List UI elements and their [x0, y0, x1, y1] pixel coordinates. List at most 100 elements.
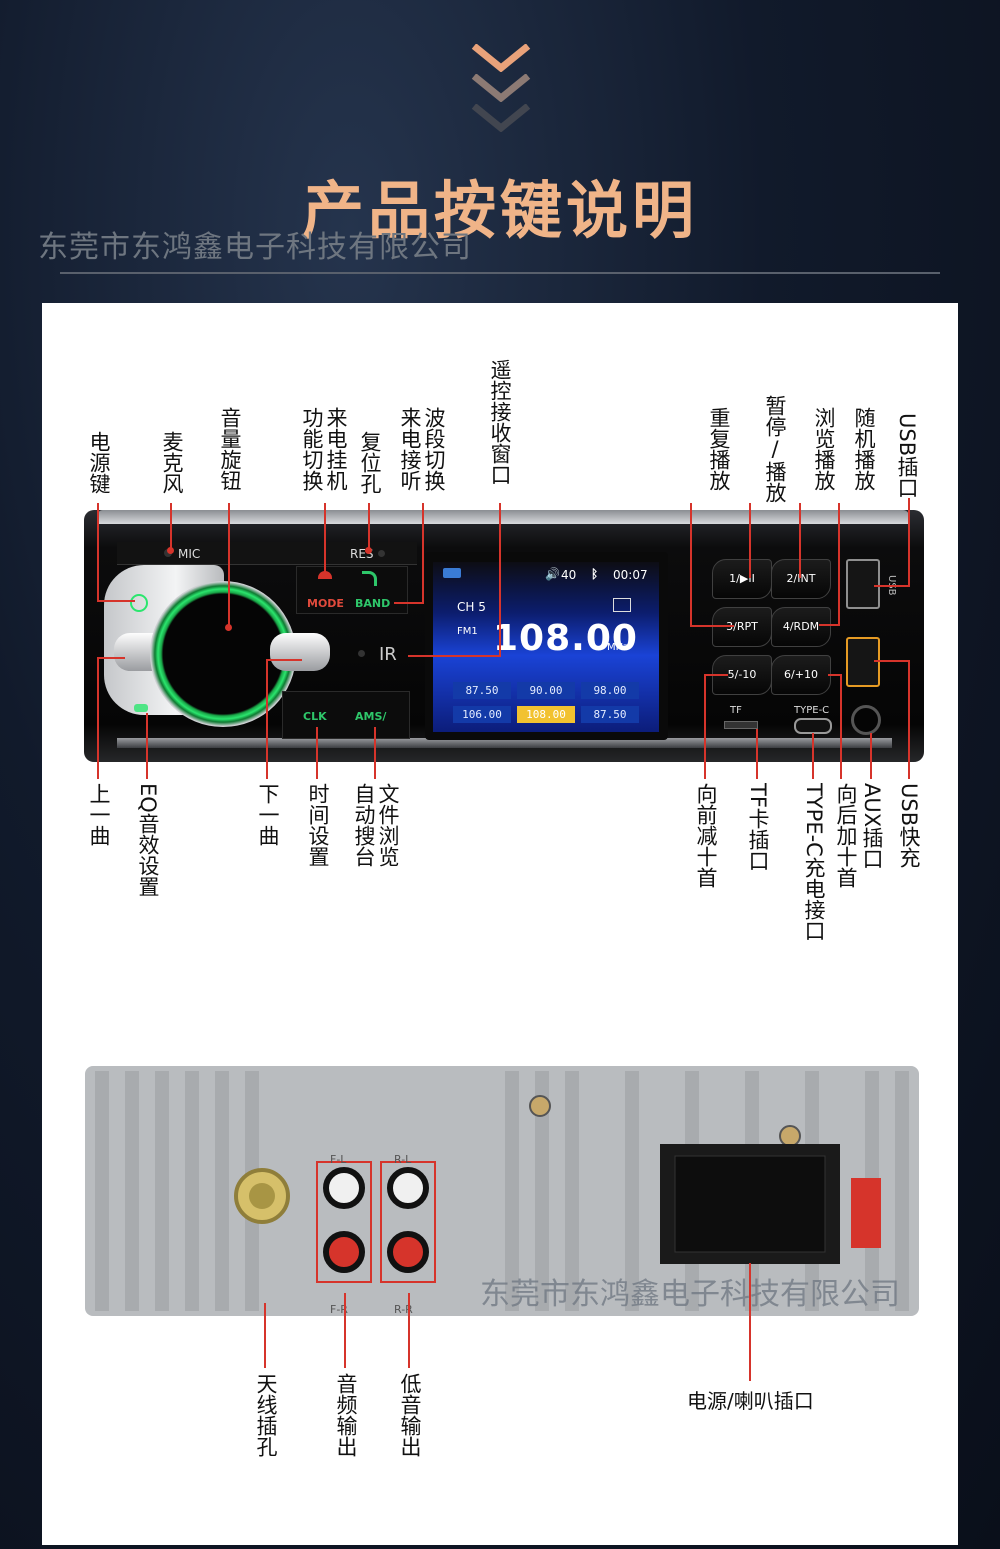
- leader-line: [874, 660, 910, 662]
- ir-window: [358, 650, 365, 657]
- preset-4: 106.00: [453, 706, 511, 723]
- leader-line: [704, 674, 706, 779]
- power-icon[interactable]: [130, 594, 148, 612]
- leader-line: [870, 733, 872, 779]
- label-band-answer: 波段切换来电接听: [398, 407, 446, 491]
- leader-line: [266, 659, 302, 661]
- leader-line: [690, 625, 734, 627]
- leader-line: [874, 585, 910, 587]
- leader-dot: [225, 624, 232, 631]
- radio-icon: [443, 568, 461, 578]
- divider: [60, 272, 940, 274]
- label-browse-play: 浏览播放: [812, 407, 836, 491]
- leader-dot: [321, 572, 328, 579]
- label-prev-track: 上一曲: [87, 783, 111, 846]
- answer-icon: [362, 571, 377, 586]
- label-audio-output: 音频输出: [334, 1373, 358, 1457]
- top-strip: [117, 542, 417, 565]
- clk-ams-bar: [282, 691, 410, 739]
- leader-line: [228, 503, 230, 627]
- leader-line: [316, 727, 318, 779]
- typec-port[interactable]: [794, 718, 832, 734]
- label-call-hangup-function: 来电挂机功能切换: [300, 407, 348, 491]
- ams-button[interactable]: AMS/: [355, 710, 387, 723]
- reset-hole[interactable]: [378, 550, 385, 557]
- usb-port[interactable]: [846, 559, 880, 609]
- preset-3: 98.00: [581, 682, 639, 699]
- label-aux-port: AUX插口: [860, 783, 884, 870]
- radio-top-trim: [97, 510, 909, 524]
- preset-2: 90.00: [517, 682, 575, 699]
- leader-line: [266, 659, 268, 779]
- leader-line: [799, 503, 801, 578]
- ir-label: IR: [379, 644, 397, 665]
- leader-line: [749, 503, 751, 578]
- leader-line: [756, 729, 758, 779]
- leader-line: [690, 503, 692, 626]
- button-6-forward-ten[interactable]: 6/+10: [771, 655, 831, 695]
- leader-line: [828, 674, 842, 676]
- usb-fast-charge-port[interactable]: [846, 637, 880, 687]
- leader-line: [704, 674, 728, 676]
- leader-line: [408, 655, 501, 657]
- leader-line: [97, 657, 99, 779]
- label-pause-play: 暂停/播放: [763, 395, 787, 503]
- eq-button[interactable]: [134, 704, 148, 712]
- mode-button[interactable]: MODE: [307, 597, 344, 610]
- chevron-down-icon: [471, 44, 531, 72]
- label-microphone: 麦克风: [160, 431, 184, 494]
- stereo-icon: [613, 598, 631, 612]
- leader-line: [146, 713, 148, 779]
- button-4-rdm[interactable]: 4/RDM: [771, 607, 831, 647]
- label-type-c-port: TYPE-C充电接口: [802, 783, 826, 941]
- leader-line: [97, 657, 125, 659]
- leader-line: [908, 498, 910, 586]
- leader-line: [749, 1263, 751, 1381]
- next-track-button[interactable]: [270, 633, 330, 671]
- mode-band-bar: [296, 566, 408, 614]
- clk-button[interactable]: CLK: [303, 710, 327, 723]
- leader-line: [324, 503, 326, 575]
- page-title: 产品按键说明: [301, 174, 698, 247]
- leader-line: [840, 674, 842, 779]
- leader-line: [97, 600, 135, 602]
- label-eq-setting: EQ音效设置: [136, 783, 160, 897]
- leader-line: [374, 727, 376, 779]
- label-repeat-play: 重复播放: [707, 407, 731, 491]
- leader-dot: [167, 547, 174, 554]
- radio-back-panel: [85, 1066, 919, 1316]
- button-2-int[interactable]: 2/INT: [771, 559, 831, 599]
- chevron-down-icon: [471, 104, 531, 132]
- tf-label: TF: [730, 705, 742, 716]
- leader-line: [344, 1293, 346, 1368]
- label-usb-port: USB插口: [895, 413, 919, 499]
- lcd-channel: CH 5: [457, 600, 486, 614]
- leader-line: [908, 660, 910, 779]
- back-watermark: 东莞市东鸿鑫电子科技有限公司: [480, 1277, 900, 1312]
- button-guide-panel: MIC RES MODE BAND IR CLK AMS/ 🔊 40 ᛒ 00:…: [42, 303, 958, 1545]
- leader-line: [394, 602, 424, 604]
- radio-bottom-trim: [117, 738, 892, 748]
- preset-6: 87.50: [581, 706, 639, 723]
- button-3-rpt[interactable]: 3/RPT: [712, 607, 772, 647]
- leader-line: [812, 733, 814, 779]
- leader-line: [368, 503, 370, 549]
- chevron-down-icon: [471, 74, 531, 102]
- label-back-ten: 向前减十首: [694, 783, 718, 888]
- label-file-browse-auto-search: 文件浏览自动搜台: [352, 783, 400, 867]
- preset-5-selected: 108.00: [517, 706, 575, 723]
- button-1-play-pause[interactable]: 1/▶II: [712, 559, 772, 599]
- label-remote-receiver: 遥控接收窗口: [488, 359, 512, 485]
- rca-top-right-label: R-L: [394, 1153, 412, 1166]
- aux-port[interactable]: [851, 705, 881, 735]
- leader-line: [408, 1293, 410, 1368]
- label-usb-fast-charge: USB快充: [897, 783, 921, 869]
- leader-line: [422, 503, 424, 603]
- band-button[interactable]: BAND: [355, 597, 391, 610]
- lcd-frequency: 108.00: [493, 618, 638, 659]
- leader-line: [97, 503, 99, 600]
- mic-label: MIC: [178, 547, 201, 561]
- tf-slot[interactable]: [724, 721, 758, 729]
- lcd-display: 🔊 40 ᛒ 00:07 CH 5 FM1 108.00 MHz 87.50 9…: [433, 562, 659, 732]
